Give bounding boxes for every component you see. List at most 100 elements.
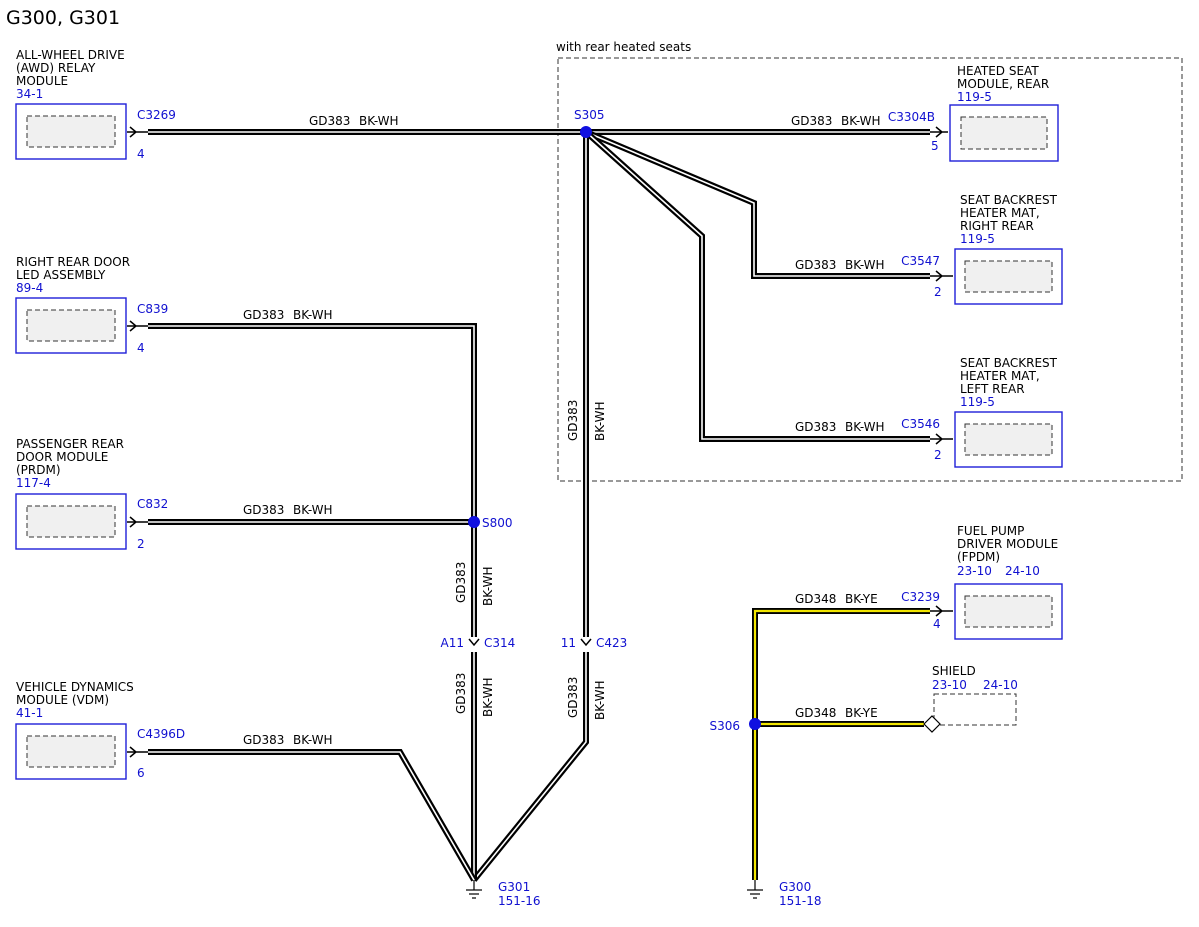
prdm-ref[interactable]: 117-4: [16, 476, 51, 490]
svg-text:BK-WH: BK-WH: [359, 114, 399, 128]
svg-text:BK-WH: BK-WH: [481, 677, 495, 717]
ground-g300-icon[interactable]: [747, 880, 763, 899]
svg-text:GD383: GD383: [795, 420, 836, 434]
splice-s306-label[interactable]: S306: [709, 719, 740, 733]
splice-s305[interactable]: [580, 126, 592, 138]
svg-text:BK-WH: BK-WH: [593, 401, 607, 441]
rear-heated-seats-region: [557, 57, 1183, 482]
c314-pin: A11: [441, 636, 464, 650]
splice-s800-label[interactable]: S800: [482, 516, 513, 530]
prdm-pin: 2: [137, 537, 145, 551]
svg-text:BK-WH: BK-WH: [293, 733, 333, 747]
awd-ref[interactable]: 34-1: [16, 87, 43, 101]
rrdoor-pin: 4: [137, 341, 145, 355]
awd-pin: 4: [137, 147, 145, 161]
shield-diamond-icon: [923, 715, 941, 733]
rmat-ref[interactable]: 119-5: [960, 232, 995, 246]
fpdm-ref-2[interactable]: 24-10: [1005, 564, 1040, 578]
module-heater-mat-left[interactable]: [954, 411, 1063, 468]
module-awd-relay[interactable]: [15, 103, 127, 160]
vdm-connector[interactable]: C4396D: [137, 727, 185, 741]
svg-text:BK-WH: BK-WH: [293, 308, 333, 322]
shield-ref-1[interactable]: 23-10: [932, 678, 967, 692]
svg-text:BK-WH: BK-WH: [845, 420, 885, 434]
svg-text:GD383: GD383: [243, 503, 284, 517]
ground-g301-icon[interactable]: [466, 880, 482, 899]
c314-connector[interactable]: C314: [484, 636, 515, 650]
lmat-ref[interactable]: 119-5: [960, 395, 995, 409]
svg-text:BK-WH: BK-WH: [481, 566, 495, 606]
svg-text:GD383: GD383: [454, 673, 468, 714]
svg-text:GD348: GD348: [795, 706, 836, 720]
connector-arrows: [127, 126, 953, 758]
g300-ref[interactable]: 151-18: [779, 894, 822, 908]
g301-label[interactable]: G301: [498, 880, 530, 894]
wire-fpdm-s306: [752, 608, 930, 880]
awd-connector[interactable]: C3269: [137, 108, 176, 122]
module-fpdm[interactable]: [954, 583, 1063, 640]
diagram-title: G300, G301: [6, 7, 120, 29]
svg-text:BK-YE: BK-YE: [845, 706, 878, 720]
shield-box: [933, 693, 1017, 726]
svg-text:GD383: GD383: [791, 114, 832, 128]
g300-label[interactable]: G300: [779, 880, 811, 894]
prdm-connector[interactable]: C832: [137, 497, 168, 511]
svg-text:GD383: GD383: [309, 114, 350, 128]
shield-label: SHIELD: [932, 664, 976, 678]
hsm-name: HEATED SEAT MODULE, REAR: [957, 64, 1049, 91]
svg-text:GD383: GD383: [795, 258, 836, 272]
svg-text:BK-WH: BK-WH: [845, 258, 885, 272]
rrdoor-connector[interactable]: C839: [137, 302, 168, 316]
vdm-ref[interactable]: 41-1: [16, 706, 43, 720]
svg-text:GD383: GD383: [566, 677, 580, 718]
c423-connector[interactable]: C423: [596, 636, 627, 650]
module-heated-seat-rear[interactable]: [949, 104, 1059, 162]
svg-text:GD383: GD383: [243, 733, 284, 747]
rrdoor-ref[interactable]: 89-4: [16, 281, 43, 295]
hsm-connector[interactable]: C3304B: [888, 110, 935, 124]
rmat-pin: 2: [934, 285, 942, 299]
module-vdm[interactable]: [15, 723, 127, 780]
splice-s306[interactable]: [749, 718, 761, 730]
rmat-connector[interactable]: C3547: [901, 254, 940, 268]
fpdm-pin: 4: [933, 617, 941, 631]
option-label: with rear heated seats: [556, 40, 691, 54]
svg-text:BK-WH: BK-WH: [293, 503, 333, 517]
svg-text:BK-WH: BK-WH: [593, 680, 607, 720]
hsm-ref[interactable]: 119-5: [957, 90, 992, 104]
wire-vdm-g301: [148, 749, 477, 882]
svg-text:GD383: GD383: [454, 562, 468, 603]
hsm-pin: 5: [931, 139, 939, 153]
wire-s305-lmat: [583, 129, 930, 442]
module-prdm[interactable]: [15, 493, 127, 550]
rmat-name: SEAT BACKREST HEATER MAT, RIGHT REAR: [960, 193, 1061, 233]
rrdoor-name: RIGHT REAR DOOR LED ASSEMBLY: [16, 255, 134, 282]
splice-s800[interactable]: [468, 516, 480, 528]
vdm-name: VEHICLE DYNAMICS MODULE (VDM): [16, 680, 138, 707]
fpdm-connector[interactable]: C3239: [901, 590, 940, 604]
lmat-connector[interactable]: C3546: [901, 417, 940, 431]
svg-text:GD348: GD348: [795, 592, 836, 606]
svg-text:GD383: GD383: [243, 308, 284, 322]
wire-s305-rmat: [584, 129, 930, 279]
c423-pin: 11: [561, 636, 576, 650]
awd-name: ALL-WHEEL DRIVE (AWD) RELAY MODULE: [16, 48, 129, 88]
fpdm-name: FUEL PUMP DRIVER MODULE (FPDM): [957, 524, 1062, 564]
shield-ref-2[interactable]: 24-10: [983, 678, 1018, 692]
wire-c423-g301: [471, 652, 589, 882]
wire-labels-vertical: GD383 BK-WH GD383 BK-WH GD383 BK-WH GD38…: [454, 400, 607, 720]
prdm-name: PASSENGER REAR DOOR MODULE (PRDM): [16, 437, 128, 477]
lmat-pin: 2: [934, 448, 942, 462]
svg-text:BK-WH: BK-WH: [841, 114, 881, 128]
g301-ref[interactable]: 151-16: [498, 894, 541, 908]
lmat-name: SEAT BACKREST HEATER MAT, LEFT REAR: [960, 356, 1061, 396]
module-heater-mat-right[interactable]: [954, 248, 1063, 305]
svg-text:GD383: GD383: [566, 400, 580, 441]
fpdm-ref-1[interactable]: 23-10: [957, 564, 992, 578]
splice-s305-label[interactable]: S305: [574, 108, 605, 122]
vdm-pin: 6: [137, 766, 145, 780]
module-right-rear-door-led[interactable]: [15, 297, 127, 354]
wire-rrdoor-s800: [148, 323, 477, 522]
